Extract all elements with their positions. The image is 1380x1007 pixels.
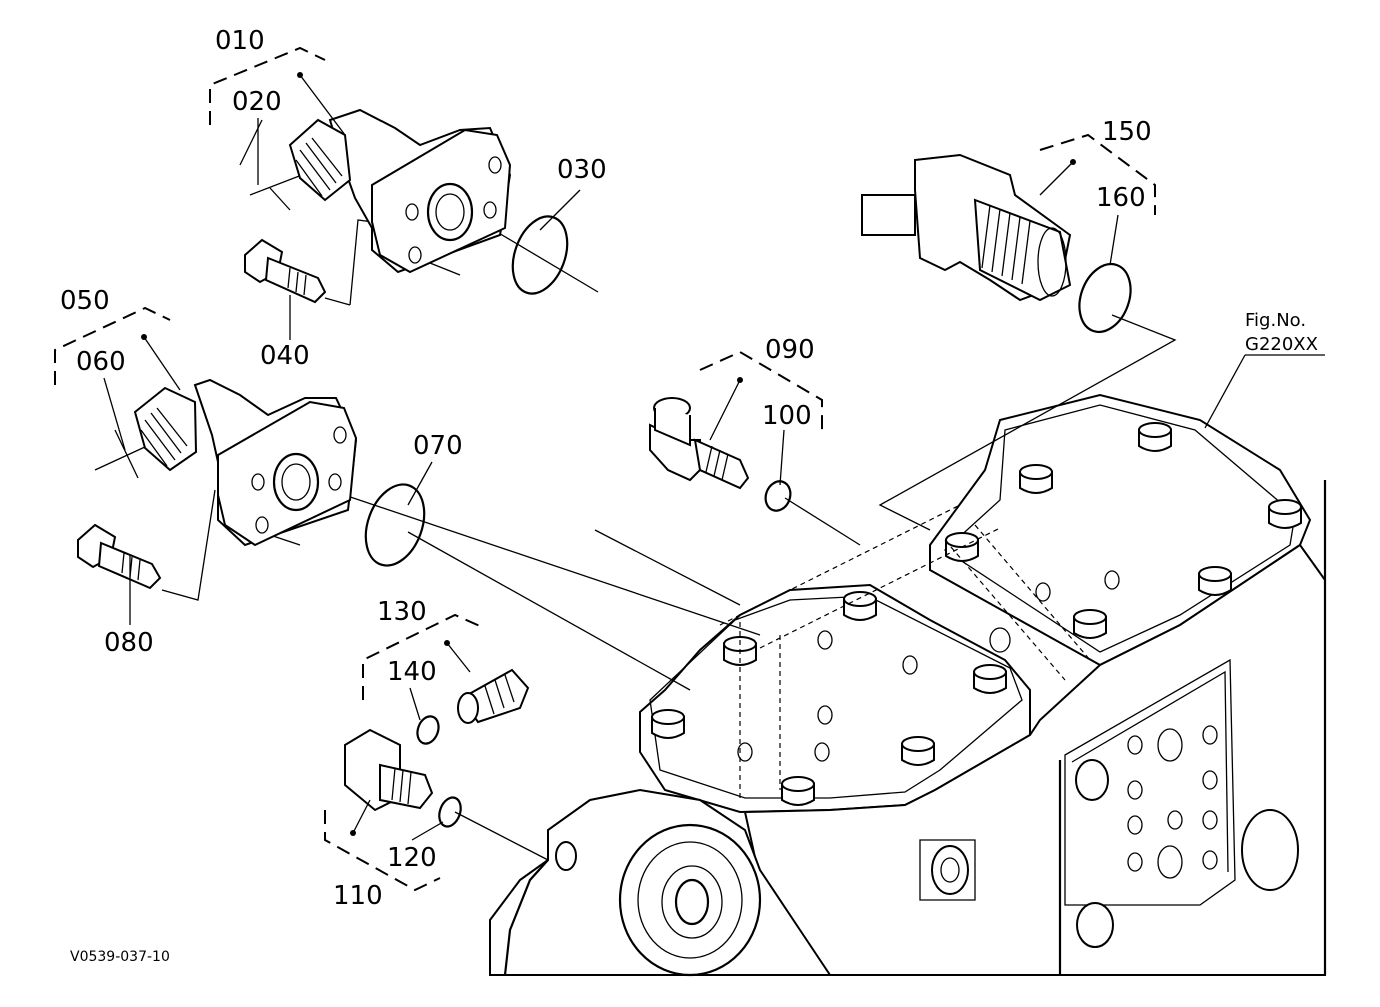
part-030-o-ring [511,215,569,295]
part-120-o-ring [438,796,462,828]
callout-010: 010 [215,26,265,56]
part-100-o-ring [764,480,792,512]
callout-110: 110 [333,881,383,911]
part-140-o-ring [416,715,440,745]
fig-ref-label: Fig.No. [1245,310,1306,331]
callout-140: 140 [387,657,437,687]
part-020-seal-line [269,187,291,211]
figure-reference: Fig.No. G220XX [1245,310,1318,355]
part-080-bolt [77,523,162,590]
part-060-seal-line [114,429,139,479]
transmission-housing [489,393,1327,977]
fig-ref-code: G220XX [1245,334,1318,355]
part-130-adapter [457,668,530,724]
housing-holes [737,570,1218,879]
part-010-elbow-flange [288,108,512,274]
part-040-bolt [244,238,327,304]
callout-labels: 010 020 030 040 050 060 070 080 090 100 … [60,26,1152,911]
hidden-lines [719,504,1091,800]
callout-120: 120 [387,843,437,873]
callout-160: 160 [1096,183,1146,213]
part-160-o-ring [1078,263,1132,333]
callout-100: 100 [762,401,812,431]
drawing-id: V0539-037-10 [70,949,170,965]
callout-130: 130 [377,597,427,627]
explosion-lines [94,119,1177,861]
callout-030: 030 [557,155,607,185]
callout-150: 150 [1102,117,1152,147]
assembly-brackets [54,46,1156,892]
callout-020: 020 [232,87,282,117]
callout-070: 070 [413,431,463,461]
part-150-elbow-fitting [861,153,1072,302]
part-050-elbow-flange [133,378,358,547]
part-110-elbow-fitting [344,728,434,812]
part-070-o-ring [364,483,426,567]
callout-090: 090 [765,335,815,365]
cover-bolts [651,422,1302,806]
callout-080: 080 [104,628,154,658]
callout-060: 060 [76,347,126,377]
callout-leaders [103,74,1325,841]
part-090-elbow-fitting [649,397,750,490]
callout-050: 050 [60,286,110,316]
callout-040: 040 [260,341,310,371]
